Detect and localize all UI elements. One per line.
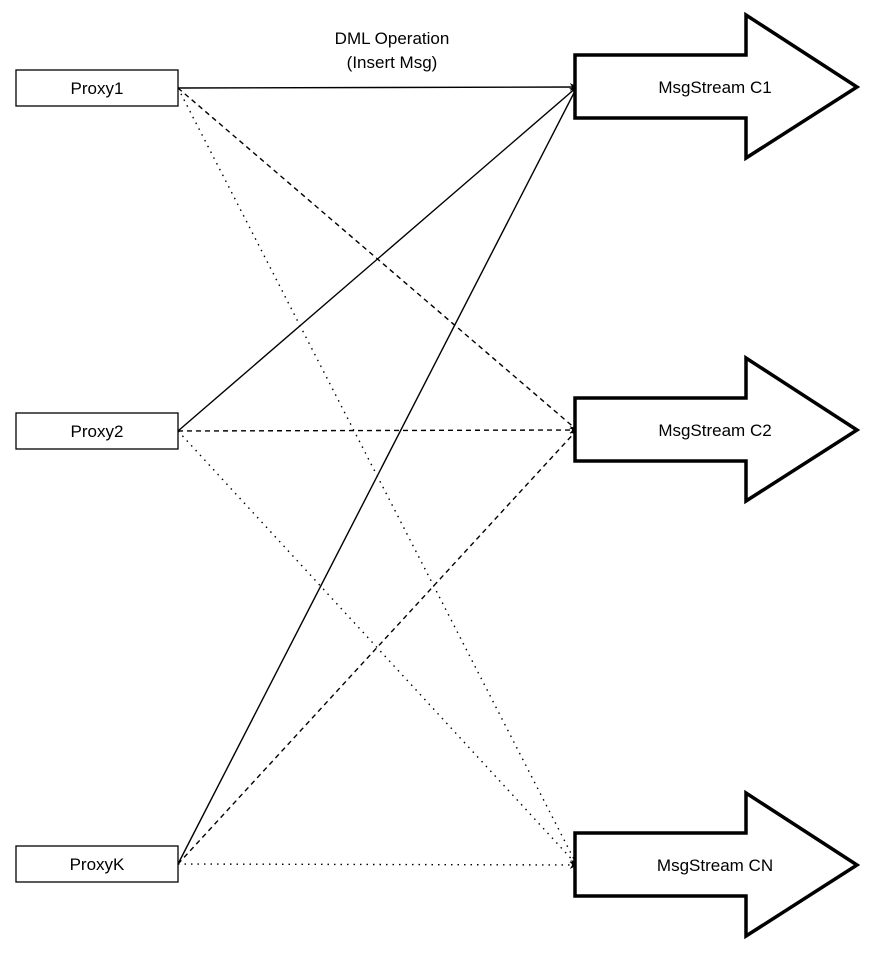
block-arrow-shape [573, 11, 861, 162]
msgstream-label: MsgStream CN [657, 856, 773, 875]
edge-p2-to-cn [177, 430, 578, 866]
block-arrow-shape [573, 789, 861, 940]
edge-label-line-1: DML Operation [335, 29, 450, 48]
edge-p1-to-c1 [177, 83, 578, 92]
block-arrow-shape [573, 354, 861, 505]
proxy-node-pk[interactable]: ProxyK [15, 845, 179, 883]
proxy-label: Proxy1 [71, 79, 124, 98]
edge-p1-to-c2 [177, 87, 578, 431]
proxy-box [15, 69, 179, 107]
proxy-label: ProxyK [70, 855, 125, 874]
proxy-node-p1[interactable]: Proxy1 [15, 69, 179, 107]
edge-p2-to-c2 [177, 426, 578, 435]
proxy-box [15, 412, 179, 450]
edge-label-line-2: (Insert Msg) [347, 53, 438, 72]
msgstream-arrow-cn[interactable]: MsgStream CN [573, 789, 861, 940]
proxy-box [15, 845, 179, 883]
msgstream-arrow-c2[interactable]: MsgStream C2 [573, 354, 861, 505]
proxy-label: Proxy2 [71, 422, 124, 441]
edge-pk-to-c2 [177, 429, 578, 865]
msgstream-label: MsgStream C2 [658, 421, 771, 440]
msgstream-arrow-c1[interactable]: MsgStream C1 [573, 11, 861, 162]
edge-pk-to-cn [177, 860, 578, 869]
msgstream-label: MsgStream C1 [658, 78, 771, 97]
edge-p1-to-cn [177, 87, 578, 866]
proxy-node-p2[interactable]: Proxy2 [15, 412, 179, 450]
